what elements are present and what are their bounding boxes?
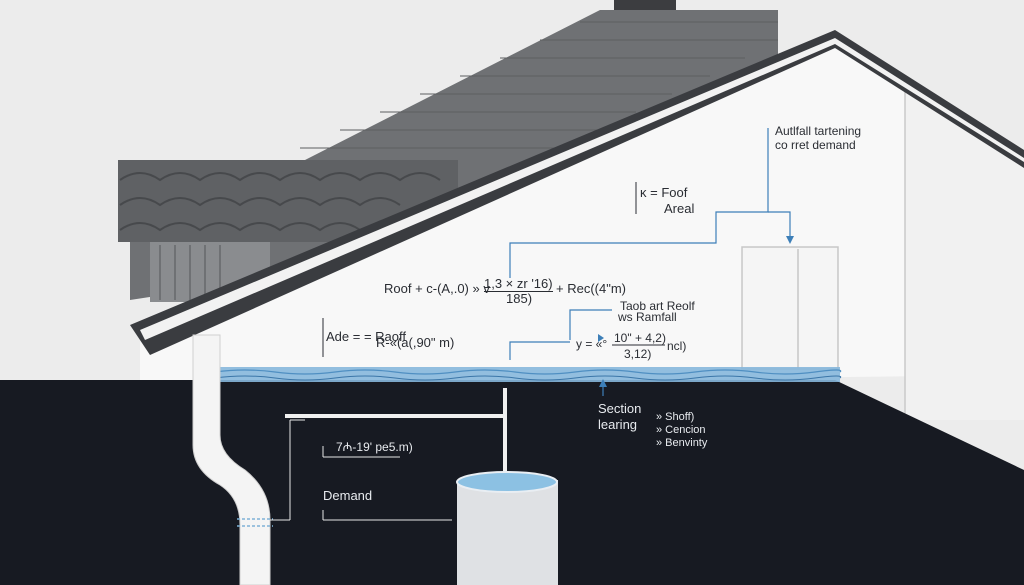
formula-right-lhs: y = «°	[576, 337, 608, 351]
formula-main: Roof + c-(A,.0) » v	[384, 281, 490, 296]
roof-edge	[130, 30, 1024, 355]
ground-annotations	[322, 446, 452, 521]
downpipe	[192, 334, 271, 585]
formula-brackets	[322, 182, 665, 357]
label-pipe-formula: 7₼-19' pe5.m)	[336, 440, 413, 454]
water-level	[215, 367, 840, 382]
formula-right-end: ncl)	[667, 339, 687, 353]
list-item-3: » Benvinty	[656, 437, 708, 449]
side-wall	[905, 85, 1024, 420]
label-total-roof-1: Taob art Reolf	[620, 299, 695, 313]
formula-main-numerator: 1,3 × zr '16)	[484, 276, 553, 292]
label-section-2: learing	[598, 417, 638, 432]
list-item-1: » Shoff)	[656, 411, 695, 423]
formula-main-denominator: 185)	[506, 291, 533, 306]
formula-main-end: + Rec((4"m)	[556, 281, 626, 296]
chimney	[614, 0, 676, 10]
label-actual-title-2: co rret demand	[775, 138, 856, 152]
list-item-2: » Cencion	[656, 424, 706, 436]
window	[741, 246, 839, 370]
label-total-roof-2: ws Ramfall	[618, 310, 677, 324]
label-ade-1: Ade = = Raoff	[326, 329, 406, 344]
tank	[457, 480, 558, 585]
label-ade-2: R-«(a(,90" m)	[376, 335, 455, 350]
formula-right-denominator: 3,12)	[624, 347, 652, 361]
front-tile-scallops	[119, 172, 441, 232]
label-section-1: Section	[598, 401, 642, 416]
label-demand: Demand	[323, 488, 373, 503]
label-actual-title-1: Autlfall tartening	[775, 124, 862, 138]
label-roof-area-1: ĸ = Foof	[640, 185, 688, 200]
label-roof-area-2: Areal	[664, 201, 695, 216]
formula-right-numerator: 10" + 4,2)	[614, 331, 666, 345]
roof-tiles	[300, 21, 778, 149]
